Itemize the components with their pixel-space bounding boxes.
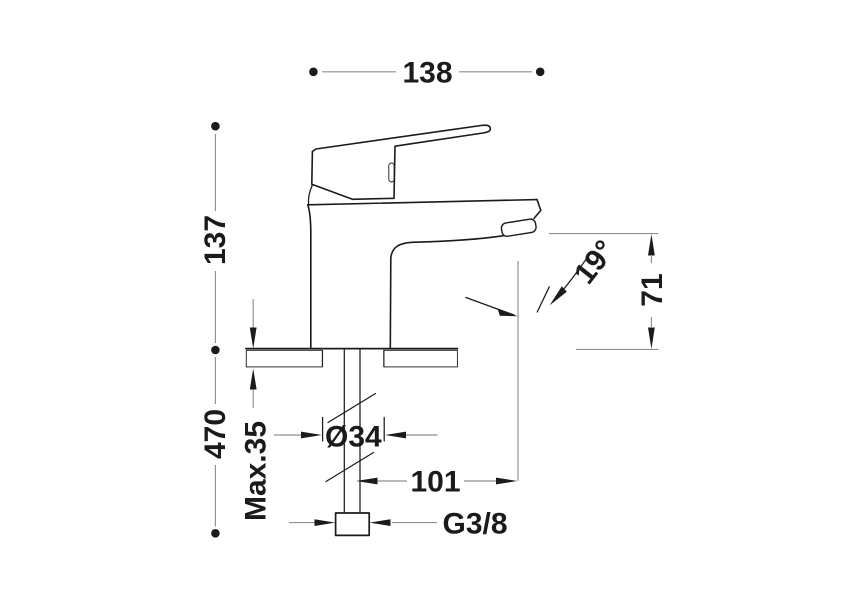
dim-height-label: 137 <box>199 215 232 265</box>
dim-arrow-up <box>249 368 257 390</box>
hose-break-mark-lower <box>325 451 375 483</box>
dim-dot <box>309 67 318 77</box>
faucet-handle <box>307 124 492 206</box>
dim-dot <box>211 121 220 131</box>
leader-arrow-right <box>314 519 336 526</box>
dim-overall-width-label: 138 <box>402 57 452 90</box>
spout-tip-edge <box>533 198 542 220</box>
stream-angle-label: 19° <box>568 234 622 290</box>
dim-outlet-height-label: 71 <box>636 273 669 306</box>
dim-dot <box>211 345 220 355</box>
supply-hose <box>325 349 377 537</box>
dim-arrow-down <box>249 327 257 349</box>
dim-arrow-up <box>648 234 655 256</box>
body-shoulder-curve <box>307 184 313 206</box>
spout-underside <box>389 235 504 350</box>
aerator <box>500 218 537 237</box>
dim-max-thickness-label: Max.35 <box>239 421 272 521</box>
body-top-edge <box>307 198 538 206</box>
g38-connector <box>334 512 371 537</box>
dim-arrow-right <box>496 477 518 485</box>
dim-connection-thread: G3/8 <box>289 507 508 540</box>
mounting-deck <box>245 347 459 368</box>
dim-height-above-deck: 137 <box>199 121 232 355</box>
deck-hatch-left <box>245 349 323 368</box>
dim-extension-lines <box>549 233 659 350</box>
dim-arrow-left <box>385 431 406 439</box>
dim-spout-reach-label: 101 <box>410 466 460 499</box>
dim-dot <box>211 529 220 538</box>
dim-arrow-right <box>301 431 322 439</box>
dim-diameter-label: Ø34 <box>325 421 382 454</box>
angle-reference-tick <box>536 286 550 313</box>
dim-extension-ticks <box>321 416 385 442</box>
dim-max-deck-thickness: Max.35 <box>239 299 272 521</box>
dim-hose-length-label: 470 <box>199 409 232 459</box>
dim-stream-angle: 19° <box>465 234 622 481</box>
leader-arrow-left <box>369 519 391 526</box>
dim-hose-length: 470 <box>199 357 232 538</box>
dim-outlet-height: 71 <box>549 233 669 350</box>
handle-index-button <box>388 162 395 183</box>
deck-hatch-right <box>383 349 458 368</box>
handle-lever <box>311 124 492 201</box>
hose-break-mark-upper <box>327 392 377 424</box>
angle-arc-arrow-right <box>497 308 518 317</box>
body-left-edge <box>307 204 312 350</box>
dim-dot <box>535 67 545 77</box>
thread-label: G3/8 <box>443 507 508 540</box>
faucet-body <box>307 198 542 350</box>
dim-arrow-down <box>648 327 655 349</box>
dim-overall-width: 138 <box>309 57 545 90</box>
dim-shank-diameter: Ø34 <box>274 416 438 454</box>
angle-arc-arrow-left <box>549 286 567 306</box>
dim-arrow-left <box>356 477 378 485</box>
dim-spout-reach: 101 <box>356 466 518 499</box>
